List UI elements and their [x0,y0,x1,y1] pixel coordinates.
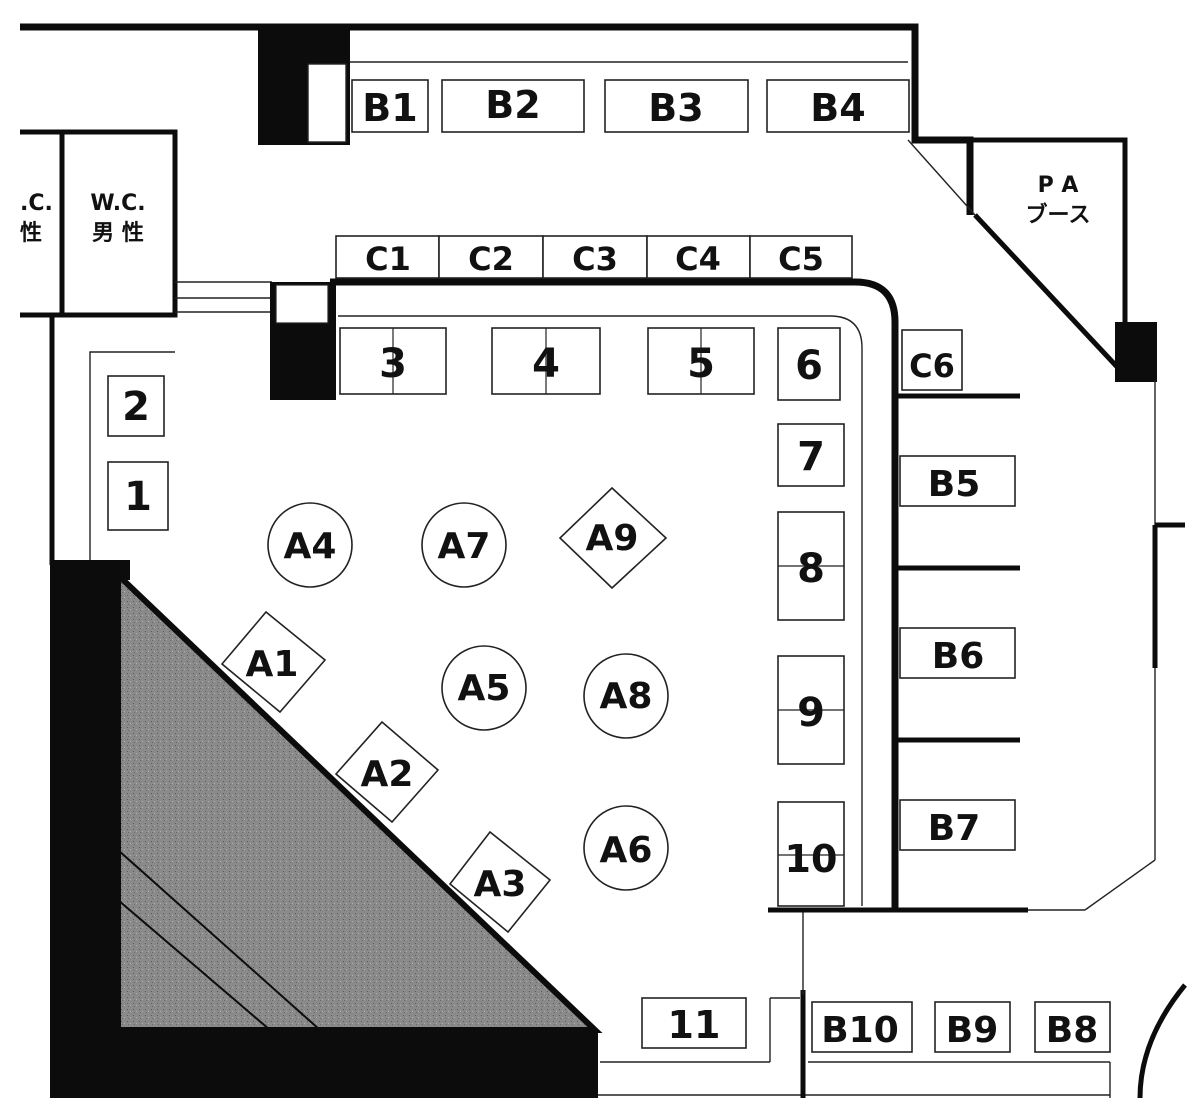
wc-male-label-1: W.C. [90,191,145,216]
restroom-male: W.C. 男 性 [90,191,145,246]
restroom-female: .C. 性 [20,191,53,246]
booth-a4-label: A4 [284,526,337,567]
booth-9[interactable]: 9 [777,655,845,765]
booth-c5-label: C5 [778,240,824,278]
booth-5[interactable]: 5 [647,327,755,395]
booth-c2-label: C2 [468,240,514,278]
booth-10-label: 10 [785,837,838,881]
booth-b7-label: B7 [928,808,981,849]
booth-9-label: 9 [797,690,825,736]
booth-b4-label: B4 [810,86,865,130]
booth-a2[interactable]: A2 [334,720,440,824]
booth-b8-label: B8 [1046,1010,1099,1051]
booth-a9-label: A9 [586,518,639,559]
booth-c5[interactable]: C5 [749,235,853,279]
booth-2-label: 2 [122,384,150,430]
booth-b2-label: B2 [485,83,540,127]
booth-a3[interactable]: A3 [448,830,552,934]
booth-a5[interactable]: A5 [441,645,527,731]
booth-b9[interactable]: B9 [934,1001,1011,1053]
wc-female-label-1: .C. [20,191,53,216]
stage-area [115,567,603,1033]
booth-b5-label: B5 [928,464,981,505]
booth-7[interactable]: 7 [777,423,845,487]
booth-a7[interactable]: A7 [421,502,507,588]
booth-b8[interactable]: B8 [1034,1001,1111,1053]
booth-a2-label: A2 [361,754,414,795]
booth-7-label: 7 [797,434,825,480]
booth-b1[interactable]: B1 [351,79,429,133]
booth-c4-label: C4 [675,240,721,278]
booth-6[interactable]: 6 [777,327,841,401]
booth-11-label: 11 [668,1003,721,1047]
booth-4-label: 4 [532,341,560,387]
booth-b3-label: B3 [648,86,703,130]
booth-a6[interactable]: A6 [583,805,669,891]
booth-8-label: 8 [797,546,825,592]
booth-4[interactable]: 4 [491,327,601,395]
booth-8[interactable]: 8 [777,511,845,621]
booth-c1-label: C1 [365,240,411,278]
booth-2[interactable]: 2 [107,375,165,437]
booth-c3[interactable]: C3 [542,235,648,279]
pa-booth-label-1: P A [1038,173,1079,198]
pa-booth: P A ブース [1026,173,1091,228]
booth-a9[interactable]: A9 [558,486,668,590]
inner-counter [270,278,1028,913]
booth-1[interactable]: 1 [107,461,169,531]
booth-a8[interactable]: A8 [583,653,669,739]
booth-c1[interactable]: C1 [335,235,440,279]
booth-c3-label: C3 [572,240,618,278]
booth-11[interactable]: 11 [641,997,747,1049]
wc-male-label-2: 男 性 [92,221,144,246]
booth-b1-label: B1 [362,86,417,130]
booth-3[interactable]: 3 [339,327,447,395]
booth-b4[interactable]: B4 [766,79,910,133]
wc-female-label-2: 性 [20,221,42,246]
booth-10[interactable]: 10 [777,801,845,907]
booth-a1[interactable]: A1 [220,610,327,714]
booth-a1-label: A1 [246,644,299,685]
outer-walls [20,23,1187,1099]
booth-b3[interactable]: B3 [604,79,749,133]
booth-c2[interactable]: C2 [438,235,544,279]
booth-b6-label: B6 [932,636,985,677]
booth-a6-label: A6 [600,830,653,871]
booth-b10[interactable]: B10 [811,1001,913,1053]
booth-b10-label: B10 [821,1010,899,1051]
booth-3-label: 3 [379,341,407,387]
booth-5-label: 5 [687,341,715,387]
booth-b7[interactable]: B7 [899,799,1016,851]
booth-b9-label: B9 [946,1010,999,1051]
booth-c4[interactable]: C4 [646,235,751,279]
booth-a7-label: A7 [438,526,491,567]
booth-b2[interactable]: B2 [441,79,585,133]
booth-c6-label: C6 [909,347,955,385]
booth-1-label: 1 [124,474,152,520]
booth-a8-label: A8 [600,676,653,717]
booth-a5-label: A5 [458,668,511,709]
booth-b6[interactable]: B6 [899,627,1016,679]
pa-booth-label-2: ブース [1026,202,1091,228]
booth-6-label: 6 [795,343,823,389]
booth-b5[interactable]: B5 [899,455,1016,507]
booth-a4[interactable]: A4 [267,502,353,588]
booth-a3-label: A3 [474,864,527,905]
booth-c6[interactable]: C6 [901,329,963,391]
